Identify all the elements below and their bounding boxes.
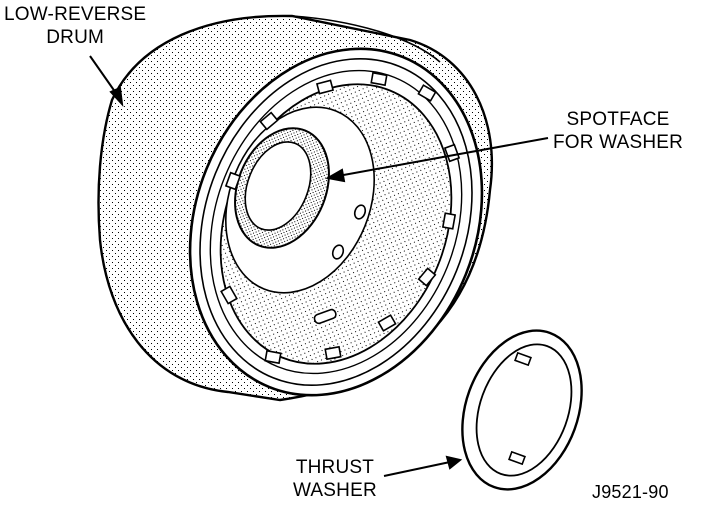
- drum-label-line-2: DRUM: [46, 27, 105, 48]
- drum-holes: [313, 204, 367, 325]
- low-reverse-drum-label: LOW-REVERSE DRUM: [4, 3, 146, 49]
- thrust-washer: [461, 329, 583, 491]
- thrust-washer-label: THRUST WASHER: [293, 456, 377, 502]
- thrust-label-line-1: THRUST: [295, 457, 375, 478]
- figure-id-label: J9521-90: [592, 482, 669, 502]
- drum-label-line-1: LOW-REVERSE: [4, 4, 147, 25]
- thrust-label-line-2: WASHER: [293, 480, 377, 501]
- spotface-label-line-1: SPOTFACE: [566, 109, 670, 130]
- leader-arrows: [89, 55, 549, 477]
- spline-teeth: [220, 71, 461, 365]
- spotface-label-line-2: FOR WASHER: [553, 132, 684, 153]
- spotface-label: SPOTFACE FOR WASHER: [553, 108, 683, 154]
